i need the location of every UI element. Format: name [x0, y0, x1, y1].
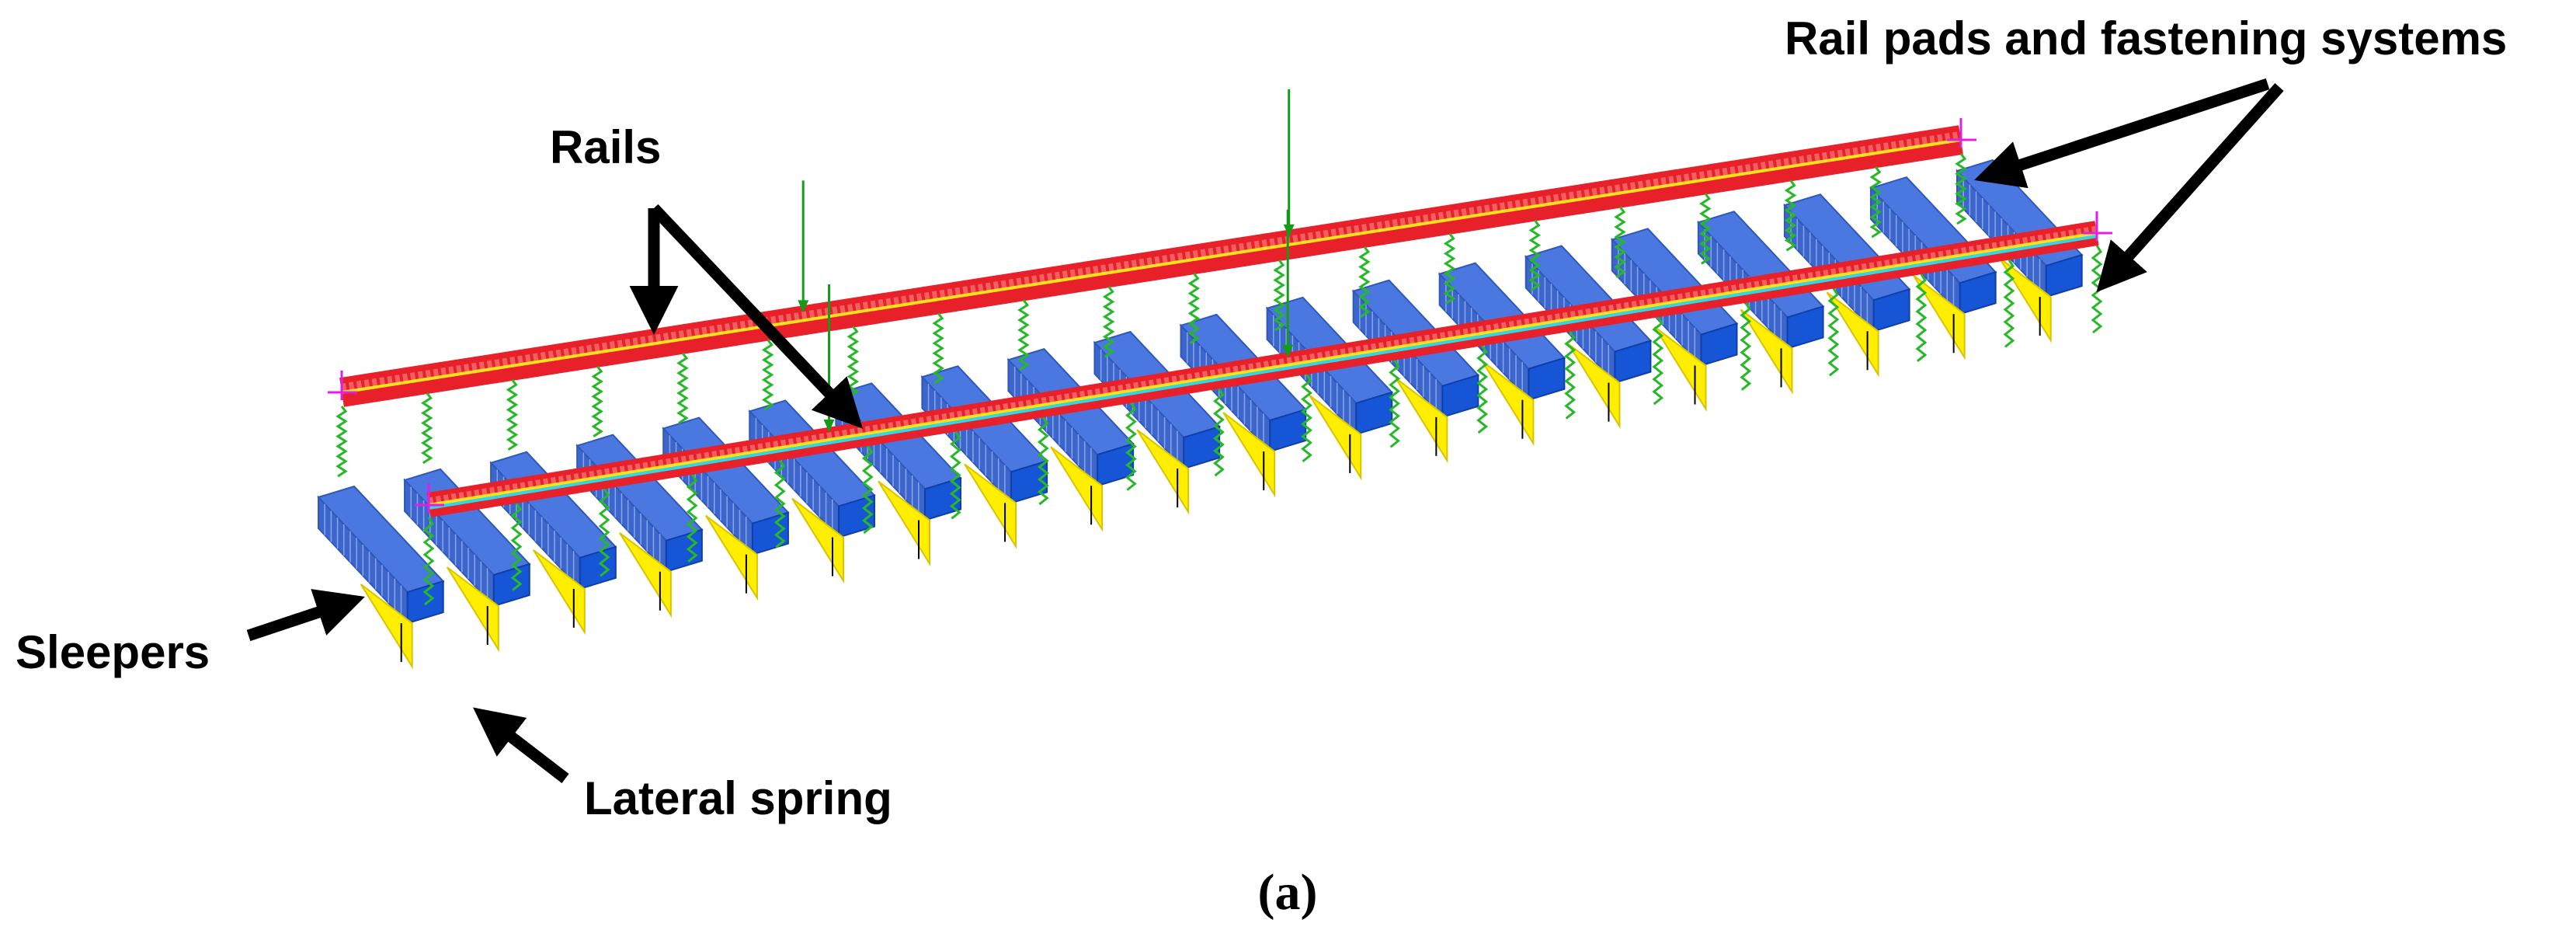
label-sleepers: Sleepers — [16, 626, 210, 678]
annotation-arrows — [246, 78, 2284, 783]
sleepers-group — [317, 158, 2084, 670]
sleeper — [317, 485, 445, 670]
arrow-sleepers — [246, 589, 365, 642]
arrow-rail-pads-to-front-rail — [2096, 83, 2284, 293]
rail-front — [415, 211, 2112, 517]
label-rail-pads: Rail pads and fastening systems — [1785, 12, 2507, 64]
label-rails: Rails — [550, 121, 661, 173]
arrow-rail-pads-to-back-rail — [1974, 78, 2270, 189]
arrow-rails-to-front-rail — [649, 204, 864, 429]
arrow-lateral-spring — [473, 707, 569, 783]
label-lateral-spring: Lateral spring — [584, 772, 892, 824]
figure-caption: (a) — [1258, 864, 1318, 921]
sleeper — [1265, 296, 1394, 481]
rail-back — [328, 118, 1976, 407]
